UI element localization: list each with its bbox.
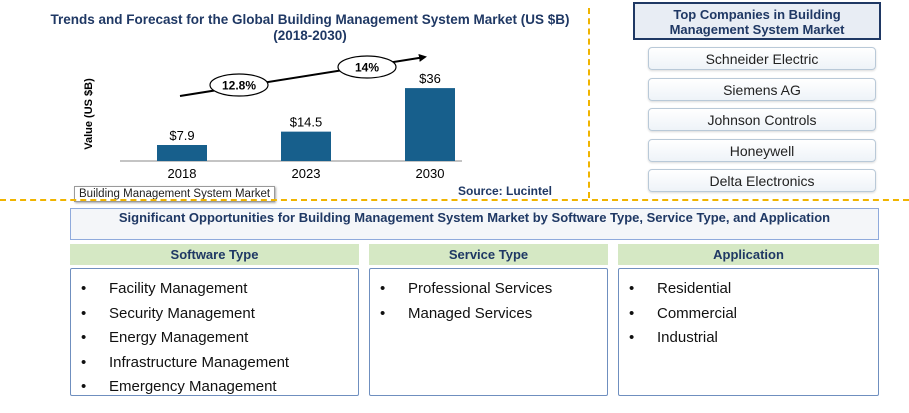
vertical-divider — [588, 8, 590, 198]
company-item: Johnson Controls — [648, 108, 876, 131]
application-heading: Application — [618, 244, 879, 265]
cagr-badge-2 — [337, 55, 397, 79]
tooltip: Building Management System Market — [74, 186, 276, 202]
list-item: Facility Management — [71, 277, 358, 302]
cagr-label-2: 14% — [355, 61, 379, 75]
top-companies-title: Top Companies in Building Management Sys… — [633, 2, 881, 40]
horizontal-divider — [0, 199, 909, 201]
application-list: Residential Commercial Industrial — [618, 268, 879, 396]
company-item: Siemens AG — [648, 78, 876, 101]
list-item: Emergency Management — [71, 375, 358, 400]
bar-2023 — [281, 131, 331, 161]
data-label-2030: $36 — [419, 71, 441, 86]
bar-2030 — [405, 88, 455, 161]
company-item: Delta Electronics — [648, 169, 876, 192]
list-item: Industrial — [619, 326, 878, 351]
list-item: Residential — [619, 277, 878, 302]
list-item: Professional Services — [370, 277, 607, 302]
cagr-badge-1 — [209, 73, 269, 97]
service-type-list: Professional Services Managed Services — [369, 268, 608, 396]
list-item: Infrastructure Management — [71, 351, 358, 376]
opportunities-title: Significant Opportunities for Building M… — [70, 208, 879, 240]
list-item: Security Management — [71, 302, 358, 327]
list-item: Energy Management — [71, 326, 358, 351]
source-label: Source: Lucintel — [458, 184, 553, 198]
x-tick-label-2030: 2030 — [416, 166, 445, 181]
service-type-heading: Service Type — [369, 244, 608, 265]
data-label-2023: $14.5 — [290, 115, 323, 130]
x-tick-label-2018: 2018 — [168, 166, 197, 181]
software-type-list: Facility Management Security Management … — [70, 268, 359, 400]
x-tick-label-2023: 2023 — [292, 166, 321, 181]
bar-2018 — [157, 145, 207, 161]
company-item: Honeywell — [648, 139, 876, 162]
y-axis-label: Value (US $B) — [83, 78, 95, 150]
data-label-2018: $7.9 — [169, 128, 194, 143]
bar-chart: Value (US $B) $7.9 2018 $14.5 2023 $36 2030 1… — [83, 53, 462, 181]
company-item: Schneider Electric — [648, 47, 876, 70]
cagr-label-1: 12.8% — [222, 79, 256, 93]
chart-title: Trends and Forecast for the Global Build… — [50, 12, 570, 43]
list-item: Commercial — [619, 302, 878, 327]
list-item: Managed Services — [370, 302, 607, 327]
software-type-heading: Software Type — [70, 244, 359, 265]
